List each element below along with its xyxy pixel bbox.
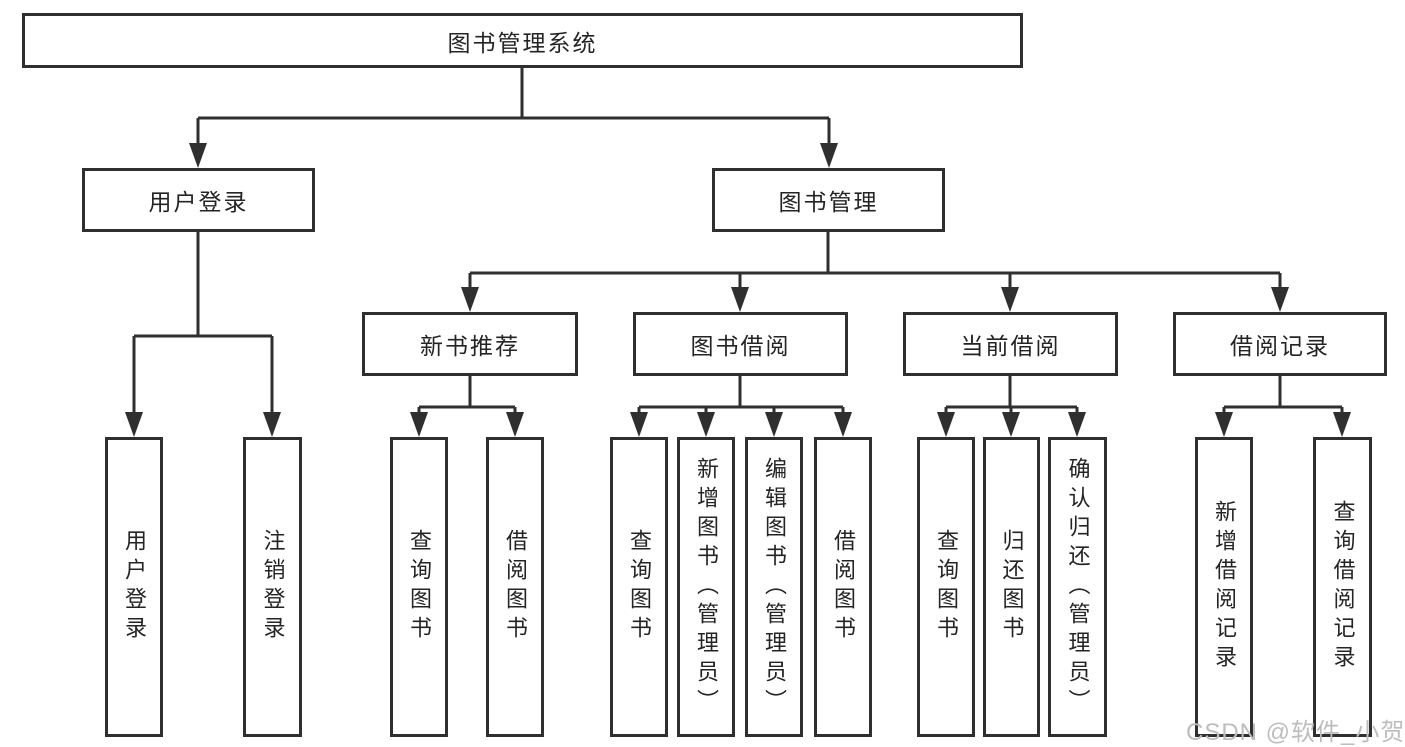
csdn-watermark: CSDN @软件_小贺同学: [1186, 719, 1405, 746]
node-user-login-leaf: 用户登录: [105, 437, 163, 737]
node-add-borrow-record: 新增借阅记录: [1195, 437, 1253, 737]
arrowheads: [125, 143, 1351, 437]
node-logout-leaf: 注销登录: [243, 437, 302, 737]
node-query-borrow-record: 查询借阅记录: [1313, 437, 1372, 737]
node-borrow-books-leaf: 借阅图书: [814, 437, 872, 737]
node-root: 图书管理系统: [22, 13, 1023, 68]
node-add-book-admin: 新增图书（管理员）: [677, 437, 735, 737]
node-confirm-return-admin: 确认归还（管理员）: [1048, 437, 1107, 737]
node-current-borrowing: 当前借阅: [903, 312, 1118, 376]
node-book-management: 图书管理: [712, 168, 945, 232]
node-return-books: 归还图书: [983, 437, 1040, 737]
node-query-books-borrowing: 查询图书: [610, 437, 668, 737]
node-borrowing-records: 借阅记录: [1173, 312, 1387, 376]
node-query-books-recommend: 查询图书: [390, 437, 448, 737]
node-borrow-books-recommend: 借阅图书: [486, 437, 544, 737]
node-new-book-recommendation: 新书推荐: [362, 312, 578, 376]
node-book-borrowing: 图书借阅: [633, 312, 848, 376]
node-query-books-current: 查询图书: [917, 437, 975, 737]
node-user-login: 用户登录: [82, 168, 315, 232]
node-edit-book-admin: 编辑图书（管理员）: [745, 437, 803, 737]
